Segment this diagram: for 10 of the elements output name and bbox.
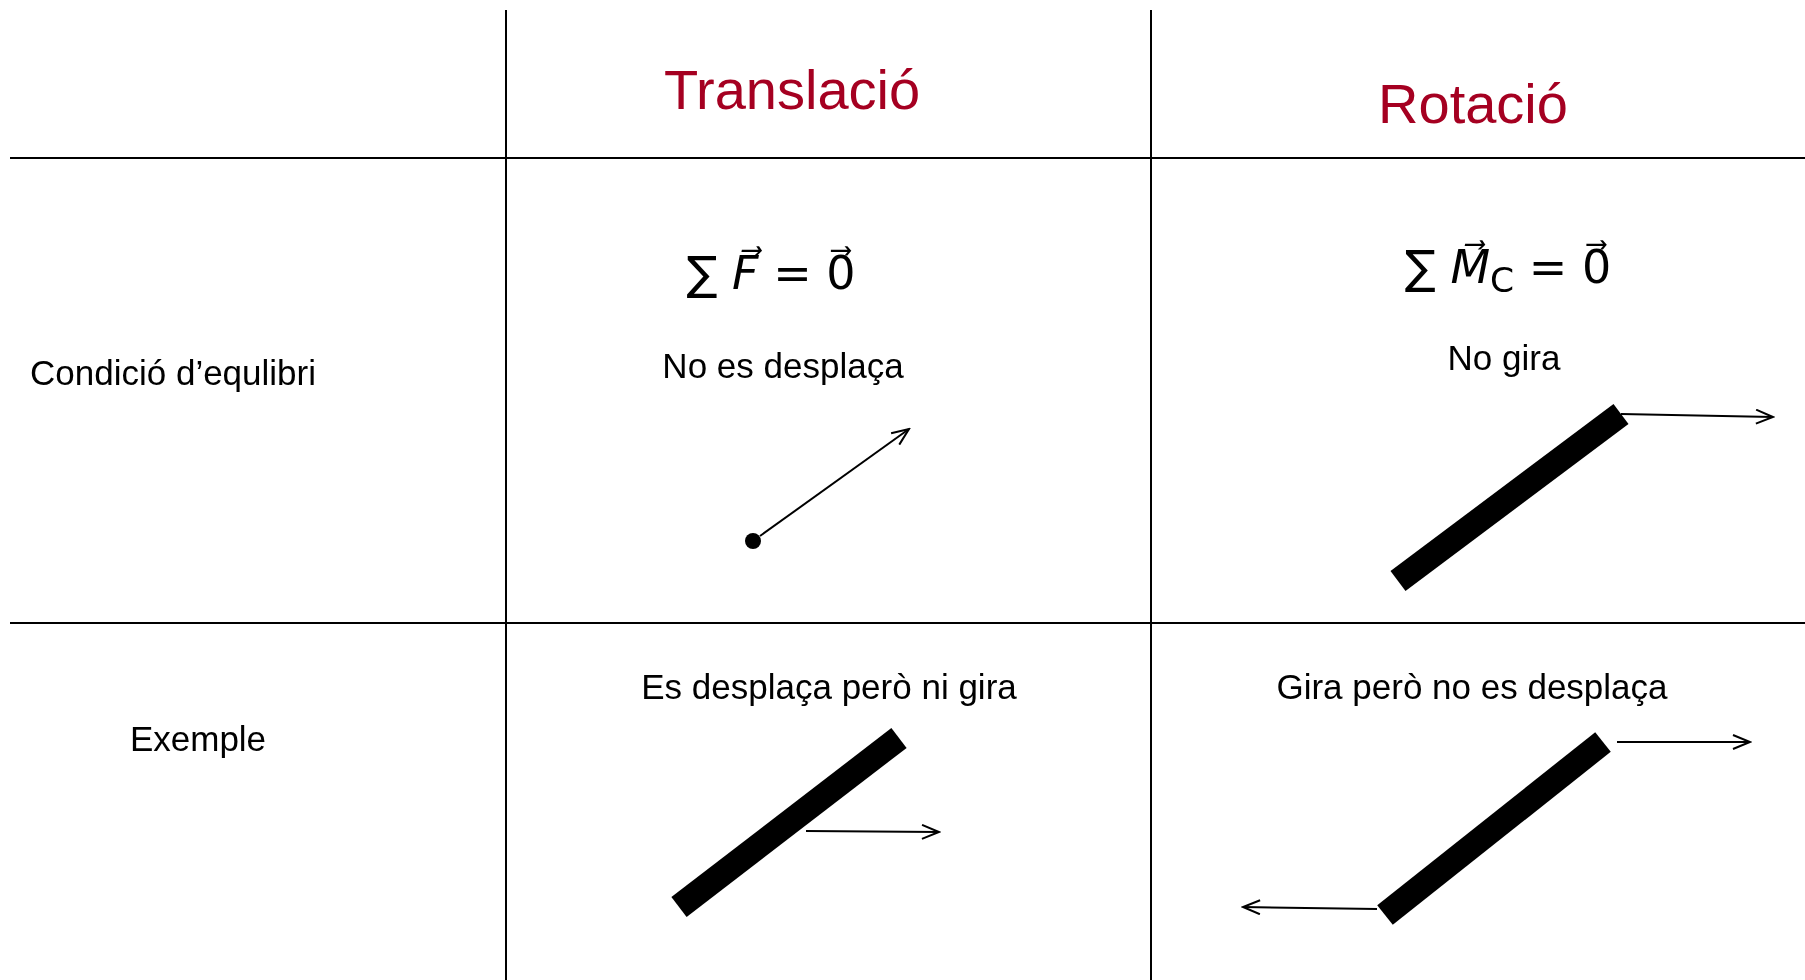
cell-text: No es desplaça	[662, 345, 904, 388]
formula: ∑ M⃗$_{C}$ = 0⃗	[1404, 239, 1612, 297]
cell-text: Exemple	[129, 718, 267, 761]
cell-text: No gira	[1447, 337, 1561, 380]
cell-text: Es desplaça però ni gira	[641, 666, 1017, 709]
formula: ∑ F⃗ = 0⃗	[686, 245, 856, 303]
row-header: Condició d’equlibri	[30, 352, 316, 395]
cell-text: Gira però no es desplaça	[1276, 666, 1668, 709]
column-header: Translació	[663, 57, 921, 123]
column-header: Rotació	[1378, 71, 1568, 137]
